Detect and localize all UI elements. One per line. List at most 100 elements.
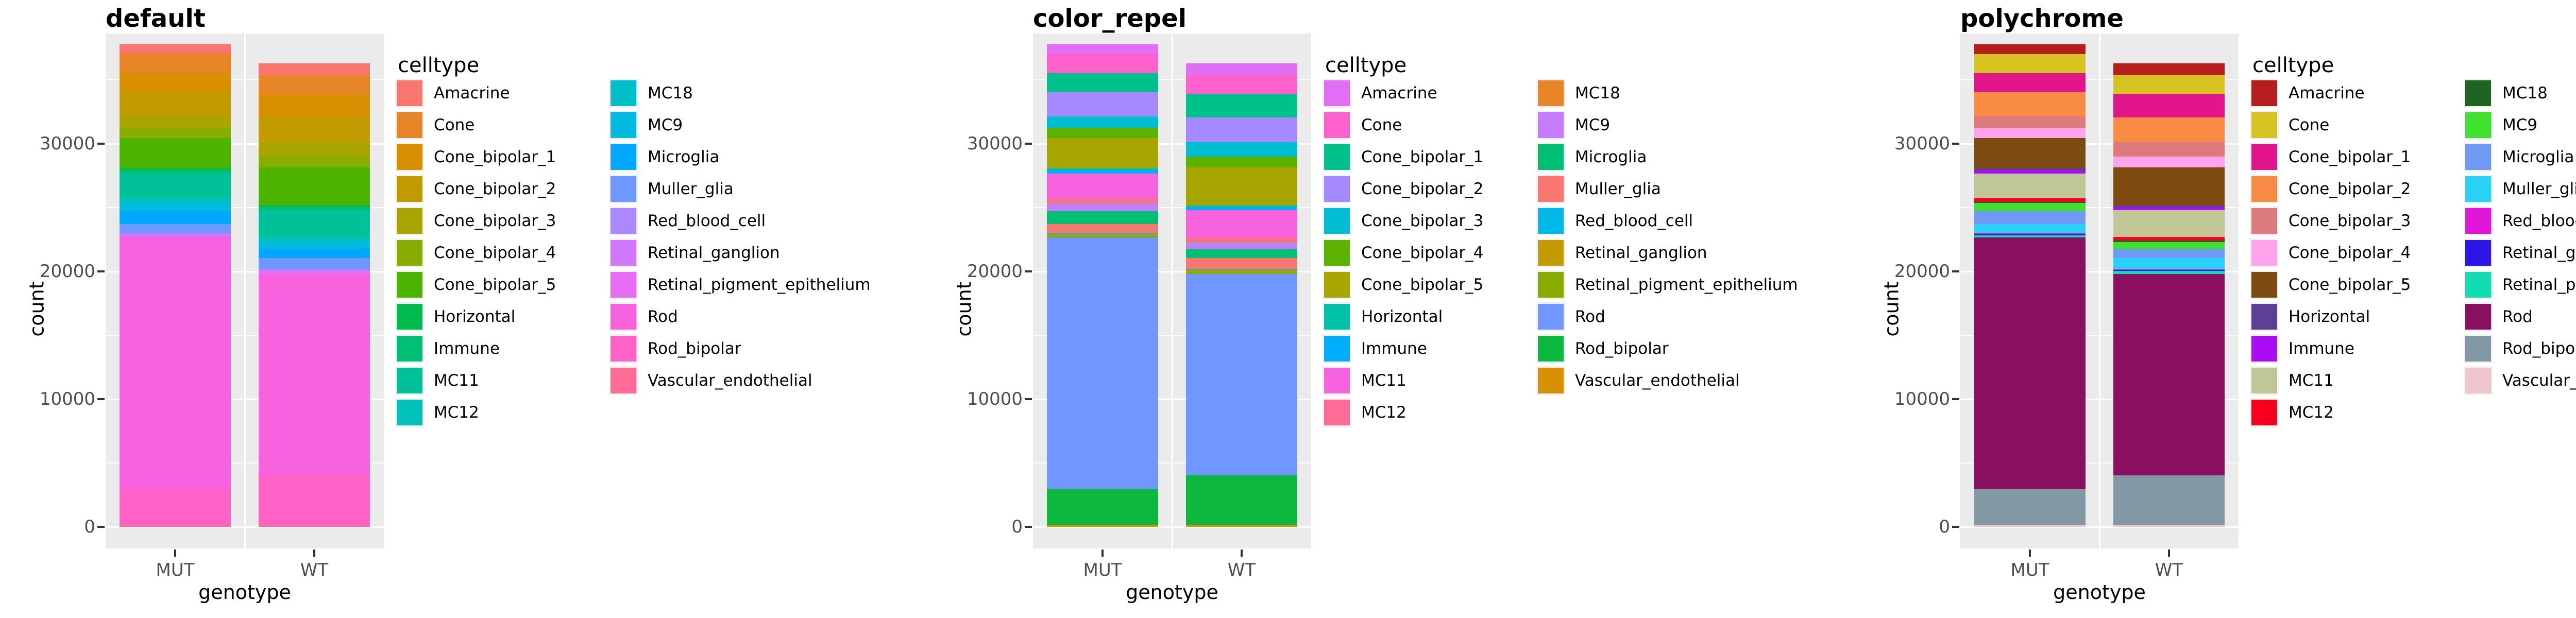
bar-segment-Cone_bipolar_5 [120,138,231,169]
legend-item-Muller_glia: Muller_glia [1538,176,1661,202]
bar-segment-Retinal_pigment_epithelium [1047,235,1158,238]
legend-label: Muller_glia [2502,180,2576,198]
bar-segment-Muller_glia [120,224,231,233]
legend-item-MC18: MC18 [1538,80,1620,106]
legend-key-swatch [611,80,636,106]
bar-segment-Retinal_ganglion [1186,270,1297,271]
legend-key-swatch [1324,112,1350,138]
legend-item-Horizontal: Horizontal [2251,304,2370,330]
legend-item-Vascular_endothelial: Vascular_endothelial [611,368,812,393]
legend-label: Rod [648,307,678,326]
legend-key-swatch [611,176,636,202]
legend-key-swatch [1538,112,1564,138]
legend-item-Horizontal: Horizontal [1324,304,1443,330]
stacked-bar-WT [259,63,370,527]
legend-item-Retinal_ganglion: Retinal_ganglion [1538,240,1707,266]
legend-key-swatch [2251,368,2277,393]
bar-segment-MC9 [1974,202,2086,211]
legend-item-Rod: Rod [2465,304,2533,330]
legend-item-Muller_glia: Muller_glia [611,176,734,202]
bar-segment-Cone_bipolar_4 [1974,128,2086,138]
legend-key-swatch [2251,208,2277,234]
bar-segment-MC9 [1186,242,1297,249]
bar-segment-Retinal_pigment_epithelium [1974,235,2086,238]
legend-label: Retinal_ganglion [2502,244,2576,262]
legend-key-swatch [2465,208,2491,234]
legend-item-Amacrine: Amacrine [2251,80,2365,106]
legend-label: MC11 [2289,371,2334,390]
legend-key-swatch [2465,144,2491,170]
bar-segment-Muller_glia [2113,258,2225,269]
bar-segment-Cone_bipolar_5 [1186,167,1297,205]
x-tick-label: WT [2155,560,2183,580]
legend-label: Muller_glia [1575,180,1661,198]
legend-key-swatch [611,240,636,266]
legend-item-MC12: MC12 [1324,400,1406,425]
bar-segment-MC12 [1974,198,2086,202]
chart-panel-polychrome: polychrome count genotype celltype Amacr… [1855,0,2576,618]
legend-key-swatch [397,112,422,138]
bar-segment-Cone [1047,54,1158,74]
legend-label: Cone_bipolar_4 [1361,244,1484,262]
legend-label: Cone_bipolar_2 [2289,180,2411,198]
bar-segment-Horizontal [1047,168,1158,170]
bar-segment-Rod_bipolar [120,489,231,525]
legend-key-swatch [2251,304,2277,330]
bar-segment-Cone_bipolar_4 [2113,156,2225,168]
bar-segment-Retinal_ganglion [2113,270,2225,271]
y-tick [1952,398,1959,400]
bar-segment-Cone_bipolar_5 [2113,167,2225,205]
legend-item-Cone_bipolar_1: Cone_bipolar_1 [2251,144,2411,170]
bar-segment-Cone_bipolar_3 [120,116,231,128]
stacked-bar-MUT [1047,44,1158,527]
y-tick [1952,526,1959,528]
y-axis-title: count [25,281,48,337]
legend-key-swatch [397,176,422,202]
y-tick-label: 0 [1939,517,1950,537]
bar-segment-MC9 [259,242,370,249]
stacked-bar-MUT [120,44,231,527]
bar-segment-Retinal_pigment_epithelium [259,271,370,274]
x-tick-label: MUT [156,560,195,580]
legend-item-Vascular_endothelial: Vascular_endothelial [2465,368,2576,393]
legend-label: MC12 [1361,403,1406,422]
chart-panel-default: default count genotype celltype Amacrine… [0,0,927,618]
legend-key-swatch [1324,272,1350,298]
bar-segment-Horizontal [259,205,370,207]
legend-label: Vascular_endothelial [648,371,812,390]
x-tick [174,550,176,557]
bar-segment-MC18 [2113,240,2225,242]
bar-segment-Microglia [120,211,231,224]
legend-key-swatch [2465,336,2491,362]
bar-segment-Cone_bipolar_2 [2113,117,2225,143]
bar-segment-MC11 [2113,210,2225,237]
legend-key-swatch [397,240,422,266]
bar-segment-Cone_bipolar_1 [1186,94,1297,117]
y-tick-label: 10000 [1894,389,1950,409]
x-tick-label: MUT [2010,560,2049,580]
bar-segment-Cone_bipolar_2 [120,92,231,117]
legend-item-Cone_bipolar_1: Cone_bipolar_1 [1324,144,1483,170]
legend-label: Amacrine [434,84,510,102]
legend-key-swatch [2465,304,2491,330]
legend-item-Rod: Rod [1538,304,1605,330]
legend-item-Immune: Immune [1324,336,1427,362]
legend-item-Rod_bipolar: Rod_bipolar [2465,336,2576,362]
bar-segment-Horizontal [120,168,231,170]
legend-label: Vascular_endothelial [2502,371,2576,390]
legend-label: Cone [1361,116,1402,134]
bar-segment-Cone_bipolar_5 [1047,138,1158,169]
legend-key-swatch [397,272,422,298]
bar-segment-Retinal_ganglion [259,270,370,271]
legend-key-swatch [1538,80,1564,106]
legend-label: Retinal_pigment_epithelium [648,276,871,294]
y-tick [1025,398,1032,400]
x-axis-title: genotype [198,581,291,604]
y-axis-title: count [1880,281,1903,337]
bar-segment-Amacrine [1974,44,2086,55]
legend-key-swatch [2465,240,2491,266]
panel-title: color_repel [1033,4,1187,33]
bar-segment-Cone_bipolar_4 [1047,128,1158,138]
bar-segment-Red_blood_cell [1047,233,1158,234]
legend-item-Vascular_endothelial: Vascular_endothelial [1538,368,1740,393]
